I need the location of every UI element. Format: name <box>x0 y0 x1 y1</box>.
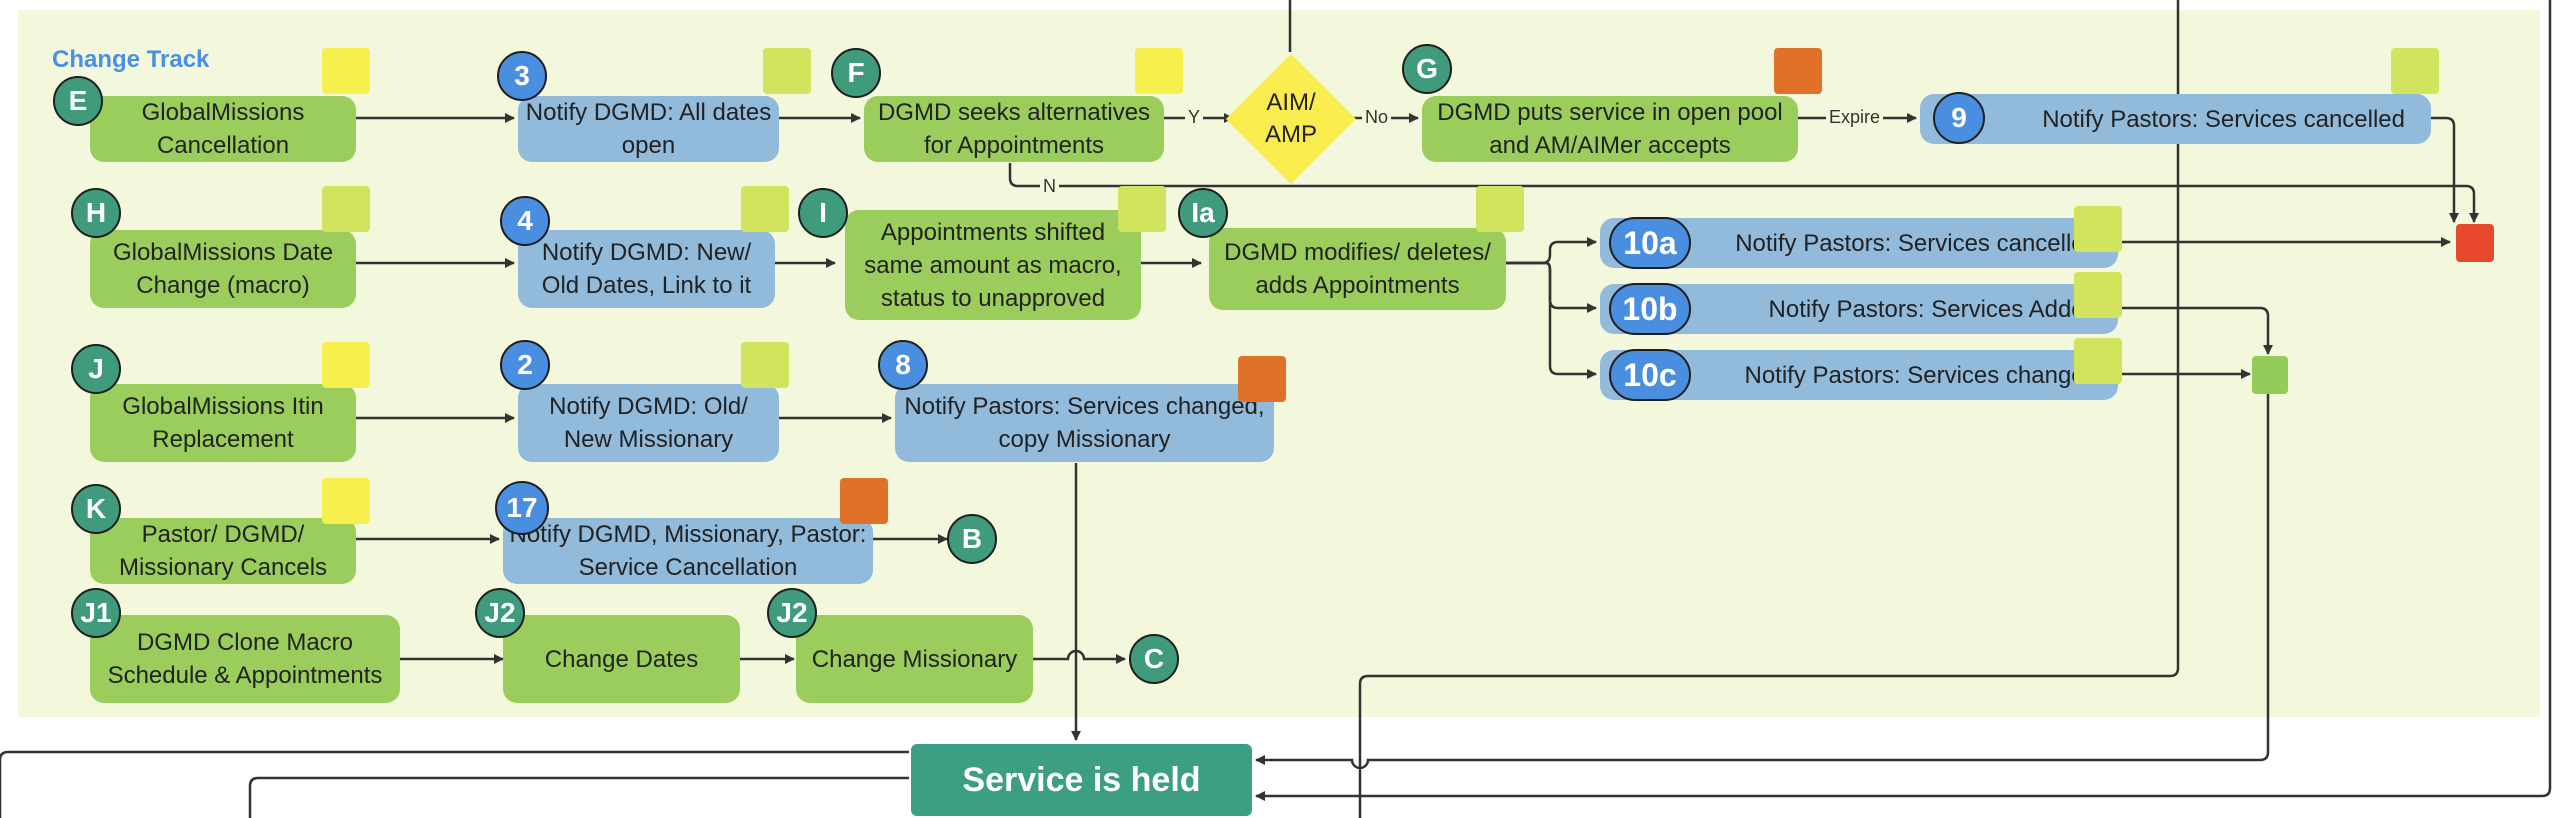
box-text: Notify Pastors: Services cancelled <box>1735 229 2098 257</box>
box-dgmd-clone-macro-schedule[interactable]: DGMD Clone Macro Schedule & Appointments <box>90 615 400 703</box>
sticky-note <box>2074 338 2122 384</box>
badge-ia: Ia <box>1178 188 1228 238</box>
badge-j1: J1 <box>71 588 121 638</box>
badge-10b: 10b <box>1609 283 1691 335</box>
connector <box>1255 393 2270 770</box>
box-appointments-shifted[interactable]: Appointments shifted same amount as macr… <box>845 210 1141 320</box>
box-text: Notify Pastors: Services changed <box>1744 361 2099 389</box>
sticky-note <box>741 342 789 388</box>
terminal-service-is-held[interactable]: Service is held <box>911 744 1252 816</box>
sticky-note <box>1476 186 1524 232</box>
decision-text: AIM/ AMP <box>1264 89 1317 148</box>
box-text: GlobalMissions Date Change (macro) <box>112 239 334 299</box>
box-change-missionary[interactable]: Change Missionary <box>796 615 1033 703</box>
badge-2: 2 <box>500 340 550 390</box>
badge-3: 3 <box>497 51 547 101</box>
merge-junction <box>2252 356 2288 394</box>
connector-b[interactable]: B <box>947 514 997 564</box>
box-notify-dgmd-new-old-dates[interactable]: Notify DGMD: New/ Old Dates, Link to it <box>518 230 775 308</box>
sticky-note <box>322 48 370 94</box>
badge-e: E <box>53 76 103 126</box>
sticky-note <box>2391 48 2439 94</box>
box-text: Change Dates <box>544 645 699 673</box>
badge-9: 9 <box>1933 92 1985 144</box>
box-notify-dgmd-old-new-missionary[interactable]: Notify DGMD: Old/ New Missionary <box>518 384 779 462</box>
box-dgmd-modifies-appointments[interactable]: DGMD modifies/ deletes/ adds Appointment… <box>1209 228 1506 310</box>
box-text: Notify DGMD: New/ Old Dates, Link to it <box>541 239 752 299</box>
sticky-note <box>1135 48 1183 94</box>
box-text: Notify Pastors: Services Added <box>1768 295 2098 323</box>
badge-8: 8 <box>878 340 928 390</box>
box-notify-pastors-services-cancelled-9[interactable]: Notify Pastors: Services cancelled <box>1920 94 2431 144</box>
connector <box>2431 116 2459 223</box>
box-text: Notify Pastors: Services changed, copy M… <box>904 393 1265 453</box>
box-text: DGMD Clone Macro Schedule & Appointments <box>107 629 383 689</box>
badge-j2-dates: J2 <box>475 588 525 638</box>
sticky-note <box>1238 356 1286 402</box>
box-change-dates[interactable]: Change Dates <box>503 615 740 703</box>
decision-aim-amp[interactable]: AIM/ AMP <box>1224 52 1358 186</box>
connector-c[interactable]: C <box>1129 634 1179 684</box>
sticky-note <box>322 342 370 388</box>
badge-17: 17 <box>495 481 549 535</box>
box-globalmissions-date-change[interactable]: GlobalMissions Date Change (macro) <box>90 230 356 308</box>
sticky-note <box>322 186 370 232</box>
badge-4: 4 <box>500 196 550 246</box>
box-text: DGMD puts service in open pool and AM/AI… <box>1437 99 1783 159</box>
lane-title: Change Track <box>52 46 210 73</box>
box-text: GlobalMissions Cancellation <box>141 99 305 159</box>
box-text: GlobalMissions Itin Replacement <box>122 393 324 453</box>
connector <box>1506 237 1597 265</box>
badge-i: I <box>798 188 848 238</box>
badge-g: G <box>1402 44 1452 94</box>
box-text: DGMD seeks alternatives for Appointments <box>877 99 1151 159</box>
box-globalmissions-itin-replacement[interactable]: GlobalMissions Itin Replacement <box>90 384 356 462</box>
edge-label-y: Y <box>1185 107 1204 128</box>
badge-10c: 10c <box>1609 349 1691 401</box>
badge-h: H <box>71 188 121 238</box>
box-text: Notify DGMD: Old/ New Missionary <box>549 393 748 453</box>
box-text: Appointments shifted same amount as macr… <box>864 218 1122 312</box>
sticky-note <box>1774 48 1822 94</box>
connector <box>1358 0 2180 818</box>
badge-j2-missionary: J2 <box>767 588 817 638</box>
box-text: Notify DGMD: All dates open <box>525 99 772 159</box>
box-text: DGMD modifies/ deletes/ adds Appointment… <box>1224 239 1491 299</box>
box-text: Pastor/ DGMD/ Missionary Cancels <box>118 521 328 581</box>
box-text: Notify DGMD, Missionary, Pastor: Service… <box>509 521 867 581</box>
box-notify-service-cancellation[interactable]: Notify DGMD, Missionary, Pastor: Service… <box>503 518 873 584</box>
badge-k: K <box>71 484 121 534</box>
sticky-note <box>763 48 811 94</box>
sticky-note <box>840 478 888 524</box>
badge-10a: 10a <box>1609 217 1691 269</box>
end-node-red <box>2456 224 2494 262</box>
box-pastor-dgmd-missionary-cancels[interactable]: Pastor/ DGMD/ Missionary Cancels <box>90 518 356 584</box>
edge-label-n: N <box>1040 176 1059 197</box>
sticky-note <box>741 186 789 232</box>
connector <box>1506 261 1597 379</box>
box-text: Change Missionary <box>811 645 1018 673</box>
sticky-note <box>2074 206 2122 252</box>
connector <box>1255 0 2552 801</box>
connector <box>1008 163 2479 223</box>
badge-j: J <box>71 344 121 394</box>
box-dgmd-seeks-alternatives[interactable]: DGMD seeks alternatives for Appointments <box>864 96 1164 162</box>
sticky-note <box>2074 272 2122 318</box>
edge-label-expire: Expire <box>1826 107 1884 128</box>
box-dgmd-puts-service-open-pool[interactable]: DGMD puts service in open pool and AM/AI… <box>1422 96 1798 162</box>
edge-label-no: No <box>1362 107 1392 128</box>
connector <box>248 776 909 818</box>
box-globalmissions-cancellation[interactable]: GlobalMissions Cancellation <box>90 96 356 162</box>
box-notify-dgmd-all-dates-open[interactable]: Notify DGMD: All dates open <box>518 96 779 162</box>
sticky-note <box>1118 186 1166 232</box>
sticky-note <box>322 478 370 524</box>
connector <box>2118 306 2273 355</box>
badge-f: F <box>831 48 881 98</box>
connector <box>1033 649 1126 664</box>
connector <box>0 750 909 818</box>
box-notify-pastors-services-changed-copy[interactable]: Notify Pastors: Services changed, copy M… <box>895 384 1274 462</box>
box-text: Notify Pastors: Services cancelled <box>2042 105 2405 133</box>
